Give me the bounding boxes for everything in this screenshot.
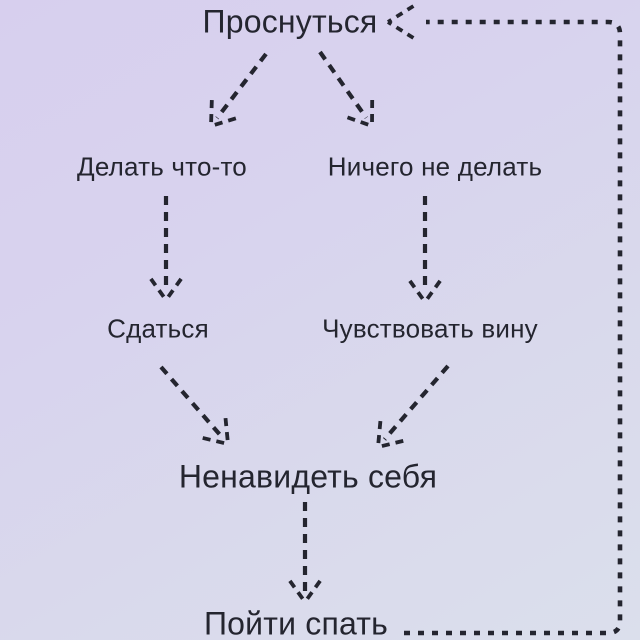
edge-feel-guilt-hate-self-head-0 [377,439,404,449]
edge-do-nothing-feel-guilt-head-0 [423,279,442,304]
node-wake: Проснуться [202,3,378,40]
node-go-sleep: Пойти спать [203,605,389,640]
edge-feel-guilt-hate-self-head-1 [376,420,383,448]
edge-wake-do-nothing-head-1 [346,115,373,128]
edge-wake-do-something-head-0 [210,116,237,128]
edge-wake-do-something-head-1 [209,99,214,127]
edge-wake-do-nothing [318,50,368,120]
edge-do-something-give-up-head-0 [164,277,183,302]
edge-give-up-hate-self-head-1 [202,436,229,446]
node-do-nothing: Ничего не делать [327,151,543,182]
edge-do-nothing-feel-guilt-head-1 [408,279,427,304]
edge-go-sleep-wake-head-1 [386,4,415,24]
edge-do-something-give-up-head-1 [149,277,168,302]
node-hate-self: Ненавидеть себя [178,458,438,495]
edge-give-up-hate-self-head-0 [223,417,230,445]
edge-feel-guilt-hate-self [382,364,450,441]
node-give-up: Сдаться [107,313,209,344]
edge-hate-self-go-sleep-head-0 [303,579,322,604]
edge-give-up-hate-self [159,365,224,438]
node-feel-guilt: Чувствовать вину [322,313,538,344]
edge-go-sleep-wake-head-0 [386,20,415,40]
edge-wake-do-something [215,52,268,120]
edge-hate-self-go-sleep-head-1 [288,579,307,604]
node-do-something: Делать что-то [77,151,247,182]
